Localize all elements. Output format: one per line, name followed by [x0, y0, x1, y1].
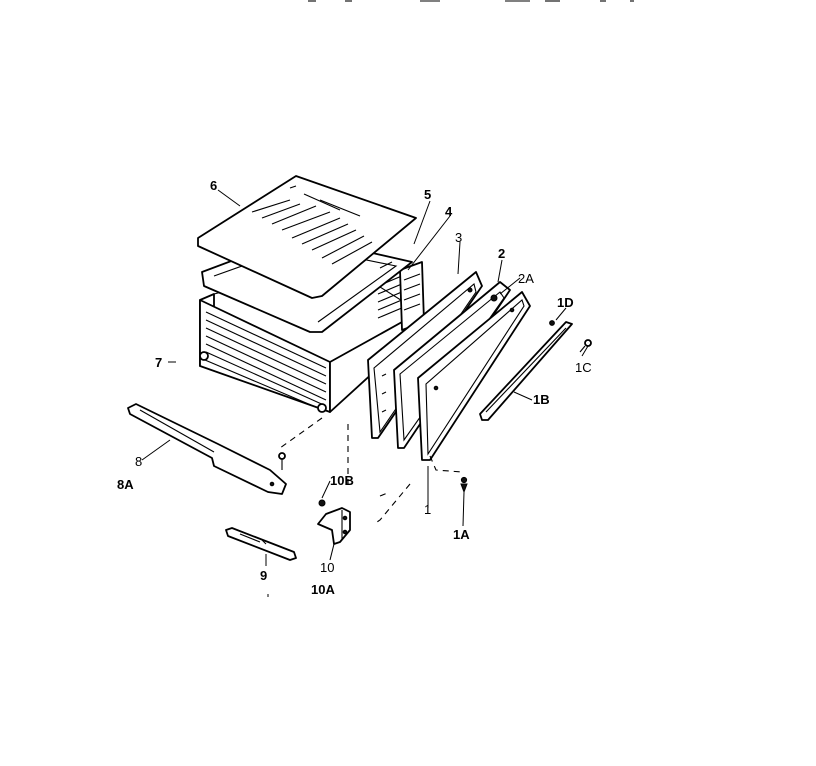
panel-screw-part-2a	[490, 294, 498, 302]
callout-labels: 6 5 4 3 2 2A 1D 1C 1B 7 8 8A 10B 1 1A 10…	[117, 178, 592, 597]
label-10: 10	[320, 560, 334, 575]
front-screw-part-1a	[460, 476, 468, 494]
label-10a: 10A	[311, 582, 335, 597]
handle-part-1b	[479, 321, 573, 421]
label-6: 6	[210, 178, 217, 193]
label-8: 8	[135, 454, 142, 469]
leader-lines	[141, 189, 589, 597]
bracket-screw-part-10b	[318, 499, 326, 507]
label-3: 3	[455, 230, 462, 245]
handle-clip-part-1d	[549, 320, 555, 326]
label-2: 2	[498, 246, 505, 261]
label-9: 9	[260, 568, 267, 583]
label-7: 7	[155, 355, 162, 370]
slide-rod-part-9	[225, 527, 297, 561]
assembly-dashed-lines	[279, 417, 463, 525]
drawer-front-part-1	[417, 291, 531, 461]
label-4: 4	[445, 204, 453, 219]
handle-screw-part-1c	[579, 339, 592, 353]
label-1: 1	[424, 502, 431, 517]
label-1c: 1C	[575, 360, 592, 375]
label-1b: 1B	[533, 392, 550, 407]
label-1a: 1A	[453, 527, 470, 542]
label-5: 5	[424, 187, 431, 202]
cover-part-6	[197, 175, 417, 299]
label-10b: 10B	[330, 473, 354, 488]
rail-screw-part-8a	[278, 452, 286, 470]
label-2a: 2A	[518, 271, 534, 286]
slide-rail-part-8	[127, 403, 287, 495]
label-8a: 8A	[117, 477, 134, 492]
bracket-part-10	[317, 507, 351, 545]
label-1d: 1D	[557, 295, 574, 310]
